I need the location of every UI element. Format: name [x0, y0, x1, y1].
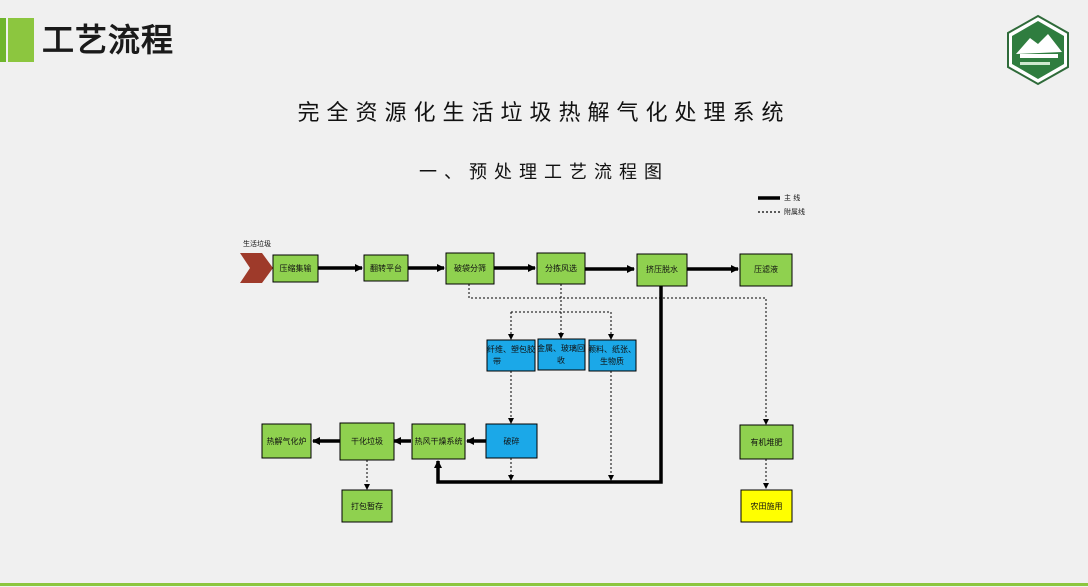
node-compress-collect: 压缩集输 — [272, 254, 319, 283]
node-filtrate-label: 压滤液 — [754, 264, 778, 274]
node-hot-air-dry: 热风干燥系统 — [411, 423, 466, 460]
node-farmland-label: 农田施用 — [751, 501, 783, 511]
main-line-return — [434, 286, 663, 484]
node-dry-waste: 干化垃圾 — [339, 422, 395, 461]
document-title: 完全资源化生活垃圾热解气化处理系统 — [297, 101, 791, 126]
title-accent-bar — [0, 18, 6, 62]
bottom-accent-line — [0, 583, 1088, 586]
legend-aux-line-label: 附属线 — [784, 207, 805, 216]
node-hot-air-dry-label: 热风干燥系统 — [415, 436, 463, 446]
node-organic-fertilizer-label: 有机堆肥 — [751, 437, 783, 447]
legend-main-line-label: 主 线 — [784, 193, 800, 202]
node-metal-glass-label-1: 金属、玻璃回 — [537, 343, 585, 353]
node-farmland: 农田施用 — [740, 489, 793, 523]
node-organic-fertilizer: 有机堆肥 — [739, 424, 794, 460]
aux-lines — [364, 284, 769, 490]
legend: 主 线 附属线 — [758, 193, 805, 216]
node-fiber-plastic-label-1: 纤维、塑包胶 — [487, 344, 535, 354]
node-crush-label: 破碎 — [504, 436, 520, 446]
node-crush: 破碎 — [485, 423, 538, 459]
node-air-sort-label: 分拣风选 — [545, 263, 577, 273]
node-gravel-paper: 颗料、纸张、 生物质 — [588, 339, 637, 372]
input-label: 生活垃圾 — [243, 239, 271, 248]
node-pyrolysis-furnace: 热解气化炉 — [261, 423, 312, 459]
node-pack-storage-label: 打包暂存 — [351, 501, 383, 511]
node-air-sort: 分拣风选 — [536, 252, 586, 285]
node-gravel-paper-label-1: 颗料、纸张、 — [588, 344, 636, 354]
node-fiber-plastic: 纤维、塑包胶 带 — [486, 339, 536, 372]
node-bag-break: 破袋分筛 — [445, 252, 495, 285]
node-gravel-paper-label-2: 生物质 — [600, 356, 624, 366]
node-pyrolysis-furnace-label: 热解气化炉 — [267, 436, 307, 446]
node-dry-waste-label: 干化垃圾 — [351, 436, 383, 446]
aux-line-to-fertilizer — [468, 284, 769, 425]
node-pack-storage: 打包暂存 — [341, 489, 393, 523]
node-squeeze-dewater-label: 挤压脱水 — [646, 264, 678, 274]
node-fiber-plastic-label-2: 带 — [493, 357, 501, 366]
node-metal-glass-label-2: 收 — [557, 355, 565, 365]
node-metal-glass: 金属、玻璃回 收 — [537, 338, 586, 371]
main-lines — [312, 264, 739, 484]
node-bag-break-label: 破袋分筛 — [454, 263, 486, 273]
node-compress-collect-label: 压缩集输 — [280, 263, 312, 273]
input-arrow-icon — [240, 253, 273, 283]
node-squeeze-dewater: 挤压脱水 — [636, 253, 688, 287]
node-tipping-platform: 翻转平台 — [363, 254, 409, 282]
slide-title: 工艺流程 — [42, 21, 175, 59]
document-subtitle: 一、预处理工艺流程图 — [419, 162, 669, 183]
company-logo-icon — [1007, 14, 1069, 86]
title-accent-block — [8, 18, 34, 62]
node-filtrate: 压滤液 — [739, 253, 793, 287]
node-tipping-platform-label: 翻转平台 — [370, 263, 402, 273]
